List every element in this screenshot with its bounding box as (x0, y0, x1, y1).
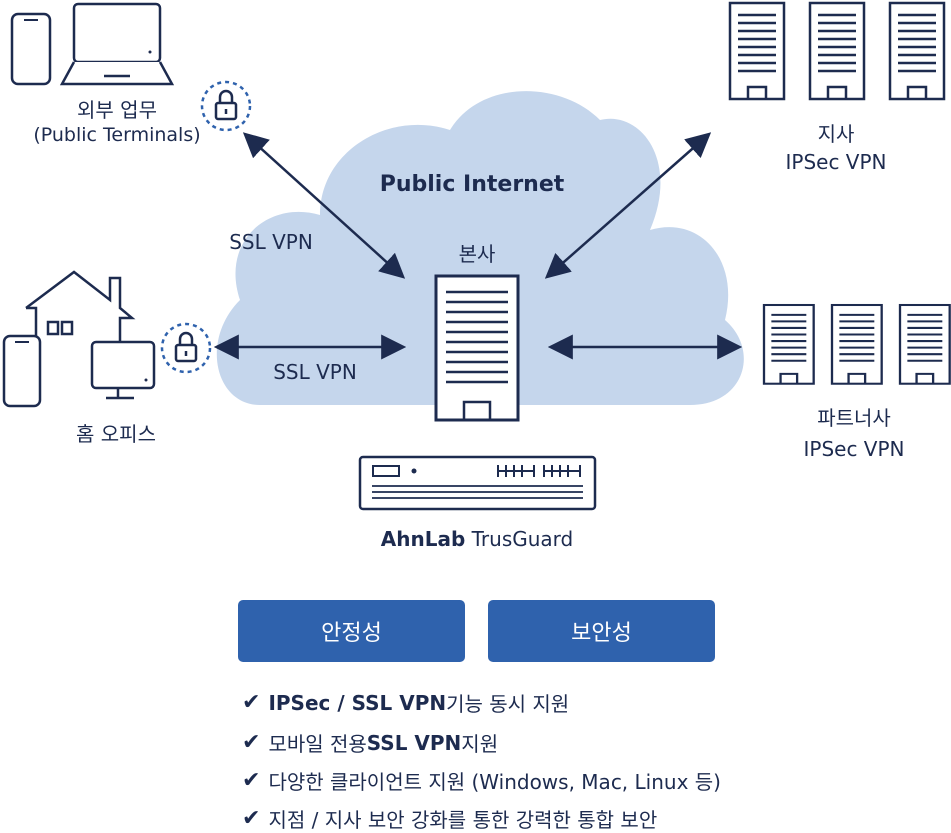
ssl-vpn-label-home: SSL VPN (273, 360, 357, 384)
partner-servers-icon (762, 303, 951, 385)
branch-servers-icon (728, 1, 946, 101)
feature-item: ✔ IPSec / SSL VPN 기능 동시 지원 (242, 690, 570, 716)
check-icon: ✔ (242, 768, 261, 793)
partner-sub: IPSec VPN (803, 437, 905, 461)
connection-arrows (213, 132, 743, 360)
feature-item: ✔ 지점 / 지사 보안 강화를 통한 강력한 통합 보안 (242, 806, 658, 832)
lock-icon-external (200, 80, 252, 132)
arrow-external-hq (242, 132, 406, 279)
external-name: 외부 업무 (77, 98, 157, 122)
appliance-name: AhnLab TrusGuard (380, 527, 574, 551)
lock-icon-home (160, 322, 212, 374)
ssl-vpn-label-external: SSL VPN (229, 230, 313, 254)
external-sub: (Public Terminals) (33, 124, 201, 146)
feature-item: ✔ 모바일 전용 SSL VPN 지원 (242, 730, 499, 756)
security-badge: 보안성 (488, 600, 715, 662)
cloud-title: Public Internet (379, 172, 565, 197)
check-icon: ✔ (242, 806, 261, 831)
house-icon (25, 270, 136, 346)
feature-item: ✔ 다양한 클라이언트 지원 (Windows, Mac, Linux 등) (242, 768, 721, 794)
check-icon: ✔ (242, 690, 261, 715)
branch-name: 지사 (817, 122, 855, 146)
arrow-hq-branch (544, 132, 712, 279)
branch-sub: IPSec VPN (785, 150, 887, 174)
phone-icon-home (2, 334, 42, 408)
hq-name: 본사 (458, 242, 496, 266)
laptop-icon (59, 2, 175, 86)
stability-badge: 안정성 (238, 600, 465, 662)
smartphone-icon (10, 12, 52, 86)
home-office-name: 홈 오피스 (76, 422, 156, 446)
trusguard-appliance-icon (358, 455, 597, 511)
check-icon: ✔ (242, 730, 261, 755)
monitor-icon (90, 340, 156, 400)
partner-name: 파트너사 (817, 406, 891, 430)
hq-server-icon (434, 274, 520, 422)
